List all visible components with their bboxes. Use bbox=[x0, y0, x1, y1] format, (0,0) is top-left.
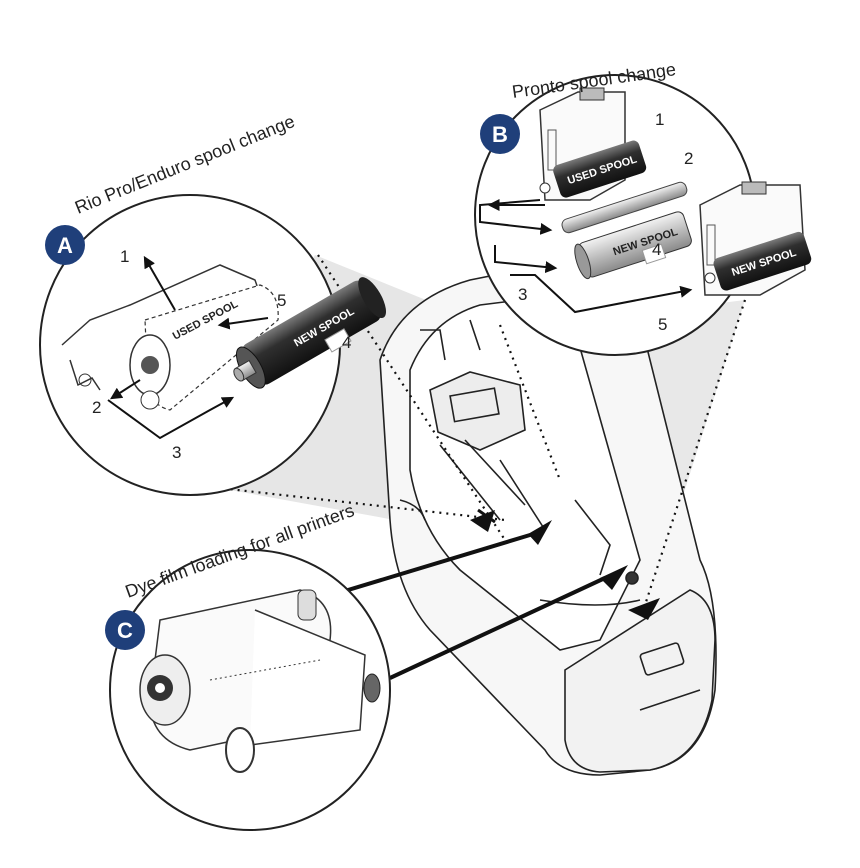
section-c-dye-film: C Dye film loading for all printers bbox=[105, 500, 391, 831]
callout-b-5: 5 bbox=[658, 315, 667, 334]
arrow-c1-icon bbox=[528, 520, 552, 545]
frame-tab-icon bbox=[579, 87, 605, 101]
new-spool-a: NEW SPOOL bbox=[233, 277, 387, 389]
badge-b-icon bbox=[480, 114, 520, 154]
callout-a-1: 1 bbox=[120, 247, 129, 266]
badge-a-label: A bbox=[57, 233, 73, 258]
callout-a-3: 3 bbox=[172, 443, 181, 462]
badge-c-label: C bbox=[117, 618, 133, 643]
badge-b-label: B bbox=[492, 122, 508, 147]
badge-c-icon bbox=[105, 610, 145, 650]
callout-b-4: 4 bbox=[652, 240, 661, 259]
film-spindle-end-icon bbox=[363, 673, 381, 703]
callout-a-2: 2 bbox=[92, 398, 101, 417]
arrow-c2-icon bbox=[600, 565, 628, 590]
section-b-pronto: USED SPOOL NEW SPOOL NEW SPOOL 1 2 3 4 bbox=[474, 59, 812, 356]
insertion-arrows bbox=[314, 508, 660, 680]
new-spool-b2: NEW SPOOL bbox=[713, 231, 812, 291]
callout-b-2: 2 bbox=[684, 149, 693, 168]
take-up-core-icon bbox=[225, 727, 255, 773]
badge-a-icon bbox=[45, 225, 85, 265]
spare-rod-b bbox=[561, 181, 688, 234]
new-spool-b: NEW SPOOL bbox=[574, 211, 692, 280]
frame2-tab-icon bbox=[741, 181, 767, 195]
arrow-b-icon bbox=[628, 598, 660, 620]
callout-a-4: 4 bbox=[342, 333, 351, 352]
callout-a-5: 5 bbox=[277, 291, 286, 310]
callout-b-3: 3 bbox=[518, 285, 527, 304]
callout-b-1: 1 bbox=[655, 110, 664, 129]
printer-illustration bbox=[175, 255, 745, 776]
arrow-a-icon bbox=[470, 510, 495, 532]
